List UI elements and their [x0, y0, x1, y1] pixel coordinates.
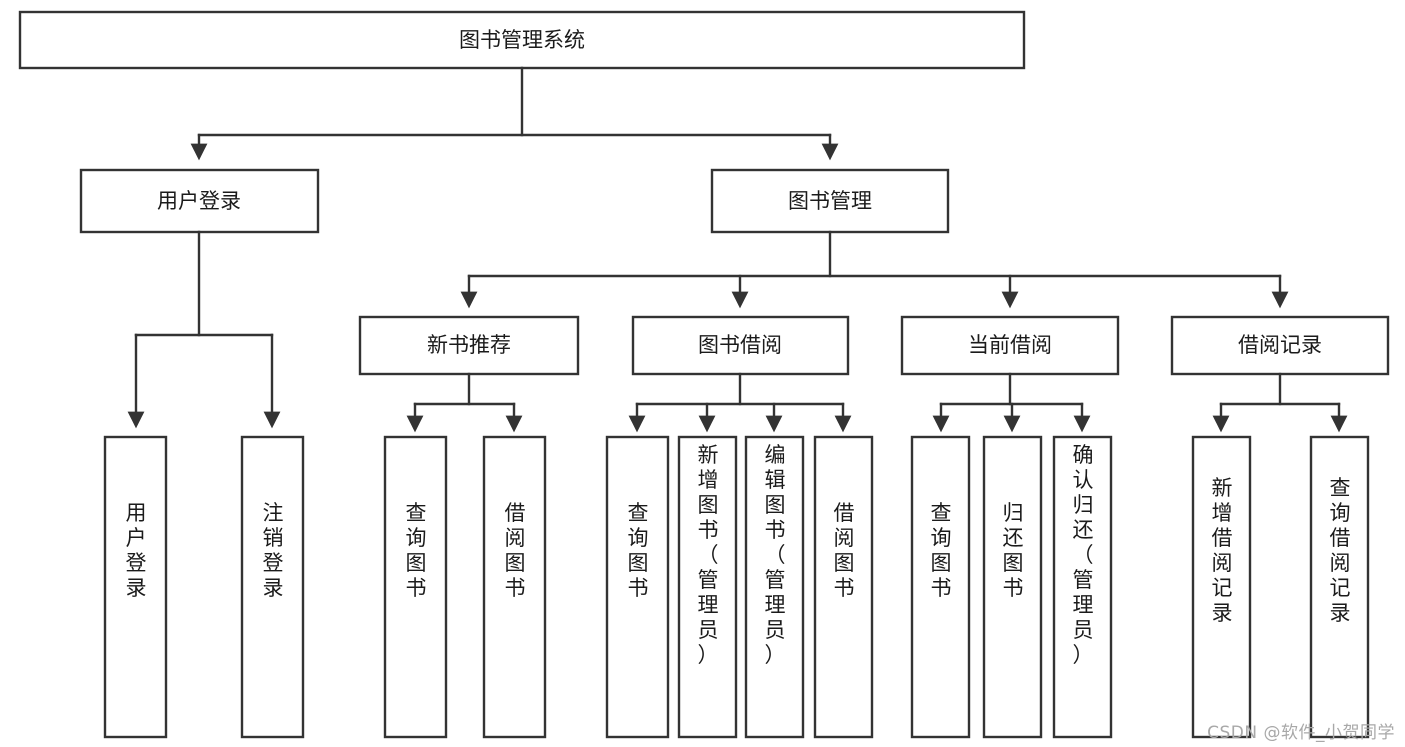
leaf-user-login-label: 用户登录: [126, 501, 147, 600]
leaf-recommend-borrow-book-box: [482, 435, 547, 739]
connector-book-management-to-level3: [460, 230, 1289, 309]
leaf-borrow-add-book-box: [677, 435, 738, 739]
leaf-current-confirm-return-label: 确认归还（管理员）: [1073, 443, 1094, 667]
leaf-current-query-book-box: [910, 435, 971, 739]
node-root-box: [18, 10, 1026, 70]
leaf-logout[interactable]: 注销登录: [240, 435, 305, 739]
node-current-borrow-box: [900, 315, 1120, 376]
leaf-record-add[interactable]: 新增借阅记录: [1191, 435, 1252, 739]
leaf-borrow-edit-book-box: [744, 435, 805, 739]
node-book-management-label: 图书管理: [788, 189, 872, 213]
node-user-login-box: [79, 168, 320, 234]
csdn-watermark: CSDN @软件_小贺同学: [1207, 723, 1395, 743]
node-root-label: 图书管理系统: [459, 28, 585, 52]
node-book-borrow[interactable]: 图书借阅: [631, 315, 850, 376]
leaf-current-return-book-box: [982, 435, 1043, 739]
leaf-borrow-add-book[interactable]: 新增图书（管理员）: [677, 435, 738, 739]
leaf-borrow-edit-book[interactable]: 编辑图书（管理员）: [744, 435, 805, 739]
leaf-record-query[interactable]: 查询借阅记录: [1309, 435, 1370, 739]
node-user-login[interactable]: 用户登录: [79, 168, 320, 234]
leaf-record-add-label: 新增借阅记录: [1212, 476, 1233, 625]
node-user-login-label: 用户登录: [157, 189, 241, 213]
leaf-borrow-query-book-label: 查询图书: [628, 501, 649, 600]
leaf-logout-box: [240, 435, 305, 739]
leaf-user-login[interactable]: 用户登录: [103, 435, 168, 739]
node-current-borrow[interactable]: 当前借阅: [900, 315, 1120, 376]
connector-current-borrow-to-leaves: [932, 372, 1091, 433]
leaf-recommend-query-book[interactable]: 查询图书: [383, 435, 448, 739]
leaf-borrow-add-book-label: 新增图书（管理员）: [698, 443, 719, 667]
leaf-current-confirm-return[interactable]: 确认归还（管理员）: [1052, 435, 1113, 739]
leaf-borrow-query-book-box: [605, 435, 670, 739]
leaf-recommend-borrow-book[interactable]: 借阅图书: [482, 435, 547, 739]
leaf-borrow-edit-book-label: 编辑图书（管理员）: [765, 443, 786, 667]
leaf-current-confirm-return-box: [1052, 435, 1113, 739]
leaf-recommend-query-book-label: 查询图书: [406, 501, 427, 600]
leaf-borrow-borrow-book[interactable]: 借阅图书: [813, 435, 874, 739]
leaf-record-query-box: [1309, 435, 1370, 739]
leaf-recommend-query-book-box: [383, 435, 448, 739]
node-new-book-recommend-box: [358, 315, 580, 376]
node-book-borrow-label: 图书借阅: [698, 333, 782, 357]
leaf-logout-label: 注销登录: [263, 501, 284, 600]
leaf-current-return-book-label: 归还图书: [1003, 501, 1024, 600]
node-new-book-recommend-label: 新书推荐: [427, 333, 511, 357]
node-borrow-record[interactable]: 借阅记录: [1170, 315, 1390, 376]
leaf-borrow-borrow-book-box: [813, 435, 874, 739]
leaf-borrow-query-book[interactable]: 查询图书: [605, 435, 670, 739]
leaf-recommend-borrow-book-label: 借阅图书: [505, 501, 526, 600]
leaf-user-login-box: [103, 435, 168, 739]
leaf-record-add-box: [1191, 435, 1252, 739]
leaf-current-query-book-label: 查询图书: [931, 501, 952, 600]
connector-book-borrow-to-leaves: [628, 372, 852, 433]
connector-borrow-record-to-leaves: [1212, 372, 1348, 433]
node-current-borrow-label: 当前借阅: [968, 333, 1052, 357]
leaf-current-return-book[interactable]: 归还图书: [982, 435, 1043, 739]
leaf-current-query-book[interactable]: 查询图书: [910, 435, 971, 739]
leaf-record-query-label: 查询借阅记录: [1330, 476, 1351, 625]
node-book-management[interactable]: 图书管理: [710, 168, 950, 234]
node-root[interactable]: 图书管理系统: [18, 10, 1026, 70]
connector-new-book-recommend-to-leaves: [406, 372, 523, 433]
node-borrow-record-label: 借阅记录: [1238, 333, 1322, 357]
leaf-borrow-borrow-book-label: 借阅图书: [834, 501, 855, 600]
connector-root-to-level2: [190, 66, 839, 161]
node-new-book-recommend[interactable]: 新书推荐: [358, 315, 580, 376]
connector-user-login-to-leaves: [127, 230, 281, 429]
